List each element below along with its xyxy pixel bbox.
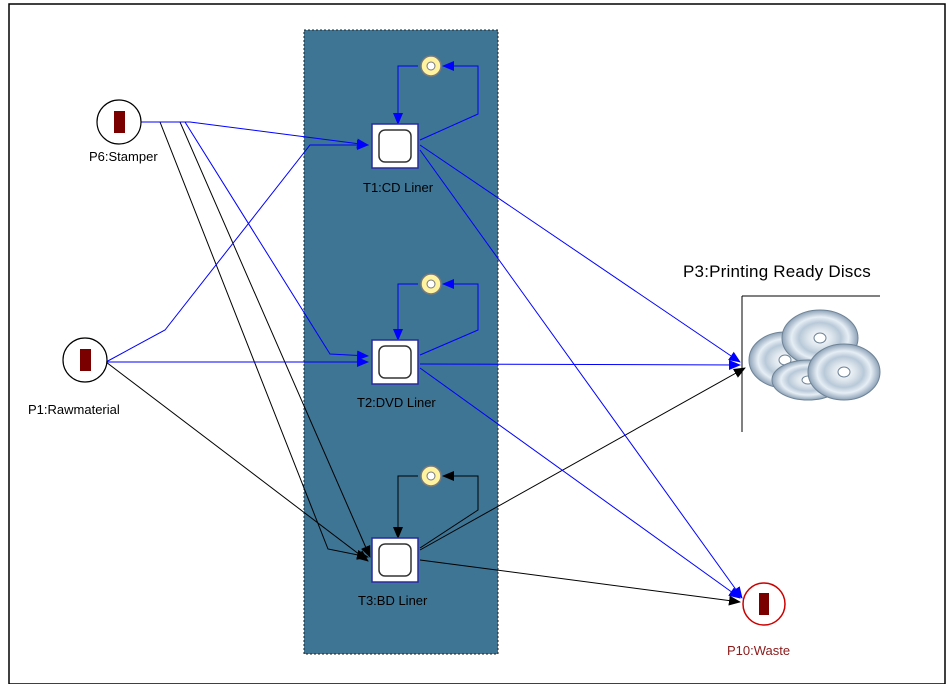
label-bd-liner: T3:BD Liner <box>358 593 428 608</box>
label-dvd-liner: T2:DVD Liner <box>357 395 436 410</box>
waste-token <box>759 593 769 615</box>
arc-resource-to-cd <box>393 65 418 125</box>
arc-cd-to-printing <box>419 144 741 363</box>
place-stamper[interactable] <box>96 99 142 145</box>
transition-cd-liner[interactable] <box>371 123 419 169</box>
rawmaterial-token <box>80 349 91 371</box>
bd-resource-place[interactable] <box>420 465 442 487</box>
blue-arcs <box>105 61 743 599</box>
arc-dvd-to-printing <box>419 359 741 370</box>
arc-bd-to-printing <box>419 367 746 551</box>
arc-dvd-to-resource <box>419 279 479 356</box>
label-cd-liner: T1:CD Liner <box>363 180 434 195</box>
label-printing-ready-discs: P3:Printing Ready Discs <box>683 262 871 281</box>
arc-raw-to-cd <box>105 140 369 363</box>
arc-raw-to-bd <box>105 361 369 562</box>
stamper-token <box>114 111 125 133</box>
arc-cd-to-resource <box>419 61 479 141</box>
arc-cd-to-waste <box>419 149 743 599</box>
cd-resource-place[interactable] <box>420 55 442 77</box>
label-stamper: P6:Stamper <box>89 149 158 164</box>
arc-dvd-to-waste <box>419 367 741 599</box>
label-waste: P10:Waste <box>727 643 791 658</box>
place-rawmaterial[interactable] <box>62 337 108 383</box>
place-printing-ready-discs[interactable] <box>741 295 881 432</box>
arc-resource-to-bd <box>393 475 418 539</box>
transition-dvd-liner[interactable] <box>371 339 419 385</box>
arc-stamper-to-dvd <box>141 121 369 361</box>
place-waste[interactable] <box>742 582 786 626</box>
arc-bd-to-resource <box>419 471 479 549</box>
arc-bd-to-waste <box>419 559 741 606</box>
discs-icon <box>748 309 881 401</box>
dvd-resource-place[interactable] <box>420 273 442 295</box>
label-rawmaterial: P1:Rawmaterial <box>28 402 120 417</box>
arc-resource-to-dvd <box>393 283 418 341</box>
transition-bd-liner[interactable] <box>371 537 419 583</box>
